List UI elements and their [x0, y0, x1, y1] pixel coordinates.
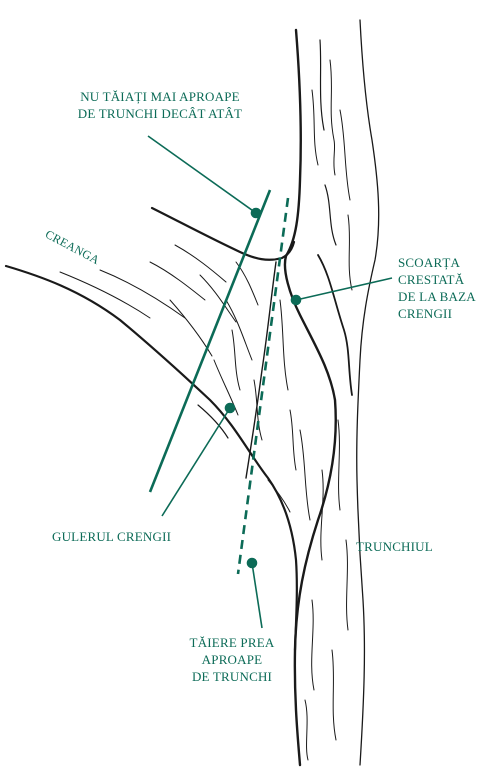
correct-cut-line — [150, 190, 270, 492]
branch-upper-edge — [152, 208, 294, 260]
dot-collar — [226, 404, 235, 413]
trunk-right-edge — [357, 20, 379, 765]
label-too-close: TĂIERE PREA APROAPE DE TRUNCHI — [152, 634, 312, 685]
collar-ridge — [246, 262, 276, 478]
leader-cut-limit — [148, 136, 256, 213]
label-bark-ridge: SCOARȚA CRESTATĂ DE LA BAZA CRENGII — [398, 254, 495, 322]
cut-guides — [150, 190, 288, 574]
label-trunk: TRUNCHIUL — [356, 538, 433, 555]
leader-collar — [162, 408, 230, 516]
dot-cut-limit — [252, 209, 261, 218]
leader-too-close — [252, 563, 262, 628]
branch-drawing — [6, 208, 310, 650]
label-cut-limit: NU TĂIAȚI MAI APROAPE DE TRUNCHI DECÂT A… — [30, 88, 290, 122]
dot-bark-ridge — [292, 296, 301, 305]
dot-too-close — [248, 559, 257, 568]
label-collar: GULERUL CRENGII — [52, 528, 171, 545]
leader-bark-ridge — [296, 278, 392, 300]
